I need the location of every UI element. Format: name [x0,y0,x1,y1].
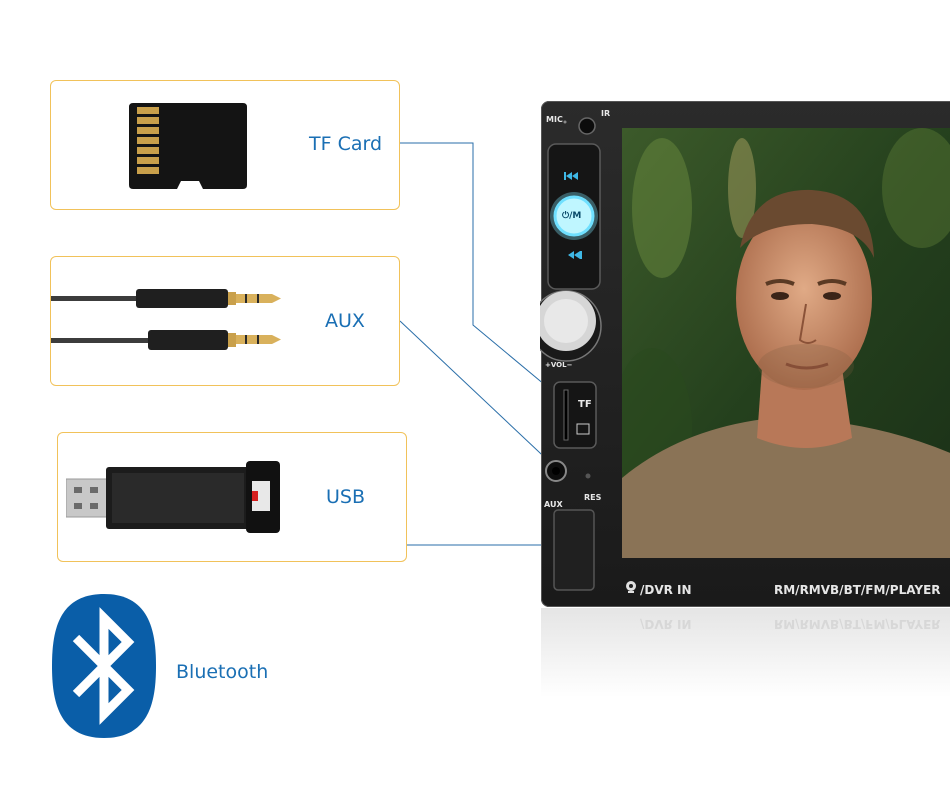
sd-card-icon [129,103,247,189]
tf-card-feature-box: TF Card [50,80,400,210]
display-image [622,128,950,558]
usb-label: USB [326,486,366,508]
previous-track-icon[interactable] [564,172,578,180]
tf-slot-label: TF [578,399,592,410]
tf-card-label: TF Card [309,133,383,155]
mic-label: MIC [546,115,563,124]
aux-feature-box: AUX [50,256,400,386]
usb-port-cover [553,509,595,591]
formats-reflection-label: RM/RMVB/BT/FM/PLAYER [774,617,941,631]
aux-label: AUX [325,310,365,332]
audio-cable-icon [51,289,281,350]
reset-label: RES [584,493,602,502]
usb-feature-box: USB [57,432,407,562]
aux-jack-label: AUX [544,500,563,509]
ir-label: IR [601,109,611,118]
display-screen [622,128,950,558]
dvr-in-reflection-label: /DVR IN [640,617,692,631]
volume-knob[interactable] [540,290,602,362]
dvr-in-label: /DVR IN [640,583,692,597]
usb-stick-icon [66,461,280,533]
power-mode-label: ⏻/M [562,211,582,221]
head-unit-controls [540,117,602,591]
volume-label: +VOL− [545,361,573,369]
tf-connector-line [400,142,576,411]
formats-label: RM/RMVB/BT/FM/PLAYER [774,583,941,597]
ir-sensor-icon [578,117,596,135]
aux-connector-line [399,320,557,469]
bluetooth-label: Bluetooth [176,661,269,683]
power-mode-button[interactable] [550,192,598,240]
head-unit-reflection [541,608,950,698]
next-track-icon[interactable] [568,251,582,259]
reset-pinhole[interactable] [585,473,591,479]
dvr-in-icon [626,581,636,593]
bluetooth-icon [52,594,156,738]
